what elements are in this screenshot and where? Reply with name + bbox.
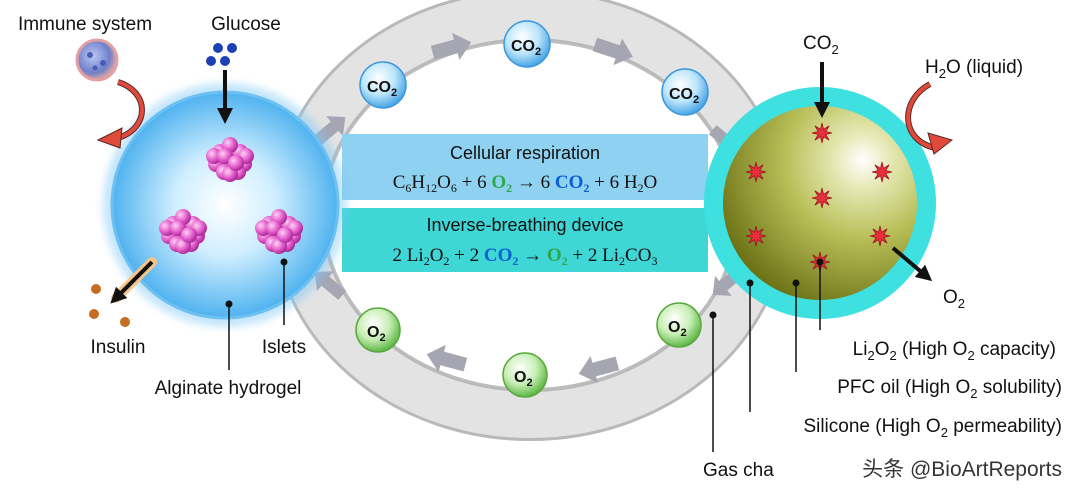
li2o2-pointer xyxy=(816,258,824,330)
immune-cell xyxy=(75,38,119,82)
svg-text:O2: O2 xyxy=(668,319,687,339)
flow-arrow-7 xyxy=(426,344,468,372)
li2o2-particle xyxy=(811,187,833,209)
pfc-oil-pointer xyxy=(792,279,800,372)
insulin-molecules xyxy=(89,284,130,327)
insulin-label: Insulin xyxy=(91,337,146,358)
inverse-breathing-panel: Inverse-breathing device 2 Li2O2 + 2 CO2… xyxy=(342,208,708,272)
o2-bubble: O2 xyxy=(355,307,401,353)
glucose-label: Glucose xyxy=(211,14,281,35)
pfc-oil-label: PFC oil (High O2 solubility) xyxy=(837,377,1062,401)
glucose-molecules xyxy=(206,43,237,66)
panel-title: Cellular respiration xyxy=(450,143,600,163)
silicone-label: Silicone (High O2 permeability) xyxy=(803,416,1062,440)
svg-text:CO2: CO2 xyxy=(511,38,541,58)
gas-channel-label: Gas cha xyxy=(703,460,774,481)
islet-bead xyxy=(159,220,175,236)
o2-output-arrow xyxy=(891,246,933,282)
islet-bead xyxy=(206,148,222,164)
co2-bubble: CO2 xyxy=(503,20,551,68)
insulin-arrow xyxy=(110,257,157,304)
svg-text:CO2: CO2 xyxy=(669,86,699,106)
svg-text:CO2: CO2 xyxy=(367,79,397,99)
h2o-liquid-label: H2O (liquid) xyxy=(925,57,1023,81)
o2-bubble: O2 xyxy=(502,352,548,398)
li2o2-particle xyxy=(869,225,891,247)
islets-pointer xyxy=(280,258,288,325)
respiration-equation: C6H12O6 + 6 O2 → 6 CO2 + 6 H2O xyxy=(393,172,658,195)
li2o2-particle xyxy=(745,161,767,183)
flow-arrow-2 xyxy=(430,32,472,60)
o2-bubble: O2 xyxy=(656,302,702,348)
islet-bead xyxy=(181,227,197,243)
co2-bubbles: CO2 CO2 CO2 xyxy=(359,20,709,116)
li2o2-label: Li2O2 (High O2 capacity) xyxy=(853,339,1056,363)
li2o2-particle xyxy=(811,122,833,144)
immune-system-label: Immune system xyxy=(18,14,152,35)
flow-arrow-8 xyxy=(314,271,347,300)
svg-text:O2: O2 xyxy=(367,324,386,344)
o2-output-label: O2 xyxy=(943,287,965,311)
li2o2-particle xyxy=(745,225,767,247)
li2o2-particle xyxy=(871,161,893,183)
co2-bubble: CO2 xyxy=(661,68,709,116)
islets-label: Islets xyxy=(262,337,306,358)
cellular-respiration-panel: Cellular respiration C6H12O6 + 6 O2 → 6 … xyxy=(342,134,708,200)
silicone-pointer xyxy=(746,279,754,412)
watermark: 头条 @BioArtReports xyxy=(862,458,1062,481)
svg-text:O2: O2 xyxy=(514,369,533,389)
co2-input-label: CO2 xyxy=(803,33,839,57)
panel-title: Inverse-breathing device xyxy=(426,215,623,235)
device-equation: 2 Li2O2 + 2 CO2 → O2 + 2 Li2CO3 xyxy=(393,245,658,268)
islet-cluster xyxy=(206,137,254,182)
h2o-output-arrow xyxy=(905,81,954,155)
flow-arrow-6 xyxy=(578,356,620,384)
islet-cluster xyxy=(255,209,303,254)
alginate-pointer xyxy=(225,300,233,370)
alginate-hydrogel-label: Alginate hydrogel xyxy=(155,378,302,399)
immune-rejected-arrow xyxy=(96,79,145,149)
islet-bead xyxy=(255,220,271,236)
inverse-breathing-device-sphere xyxy=(704,87,936,319)
li2o2-particles xyxy=(745,122,893,273)
islet-bead xyxy=(277,227,293,243)
co2-bubble: CO2 xyxy=(359,61,407,109)
islet-bead xyxy=(228,155,244,171)
flow-arrow-3 xyxy=(592,37,633,66)
islet-cluster xyxy=(159,209,207,254)
o2-bubbles: O2 O2 O2 xyxy=(355,302,702,398)
gas-channel-pointer xyxy=(709,311,717,452)
